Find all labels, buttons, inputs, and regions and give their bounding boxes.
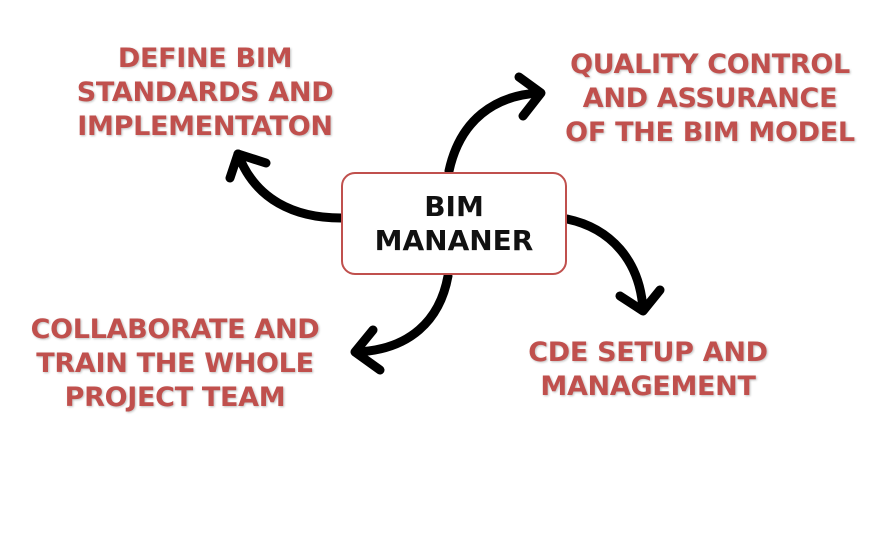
node-line: MANAGEMENT bbox=[540, 371, 756, 402]
arrow-head-top-right bbox=[514, 72, 546, 121]
arrow-head-top-left bbox=[225, 149, 271, 183]
node-quality-control: QUALITY CONTROL AND ASSURANCE OF THE BIM… bbox=[540, 48, 880, 150]
node-line: DEFINE BIM bbox=[117, 43, 293, 74]
node-define-bim-standards: DEFINE BIM STANDARDS AND IMPLEMENTATON bbox=[40, 42, 370, 144]
node-line: TRAIN THE WHOLE bbox=[36, 348, 314, 379]
center-node-bim-manager: BIM MANANER bbox=[341, 172, 567, 275]
arrow-to-bottom-left bbox=[351, 271, 453, 357]
center-line-1: BIM bbox=[424, 189, 484, 223]
arrow-to-top-left bbox=[233, 149, 346, 223]
arrow-head-bottom-left bbox=[350, 325, 385, 375]
node-line: COLLABORATE AND bbox=[30, 314, 320, 345]
node-line: IMPLEMENTATON bbox=[77, 111, 333, 142]
node-line: AND ASSURANCE bbox=[582, 83, 838, 114]
arrow-head-bottom-right bbox=[615, 285, 665, 316]
node-collaborate-train: COLLABORATE AND TRAIN THE WHOLE PROJECT … bbox=[0, 313, 350, 415]
node-cde-setup: CDE SETUP AND MANAGEMENT bbox=[498, 336, 798, 404]
center-line-2: MANANER bbox=[374, 223, 534, 257]
node-line: STANDARDS AND bbox=[76, 77, 334, 108]
arrow-to-bottom-right bbox=[562, 214, 648, 315]
node-line: OF THE BIM MODEL bbox=[565, 117, 855, 148]
node-line: CDE SETUP AND bbox=[528, 337, 768, 368]
node-line: PROJECT TEAM bbox=[64, 382, 286, 413]
arrow-to-top-right bbox=[444, 88, 545, 176]
node-line: QUALITY CONTROL bbox=[570, 49, 850, 80]
